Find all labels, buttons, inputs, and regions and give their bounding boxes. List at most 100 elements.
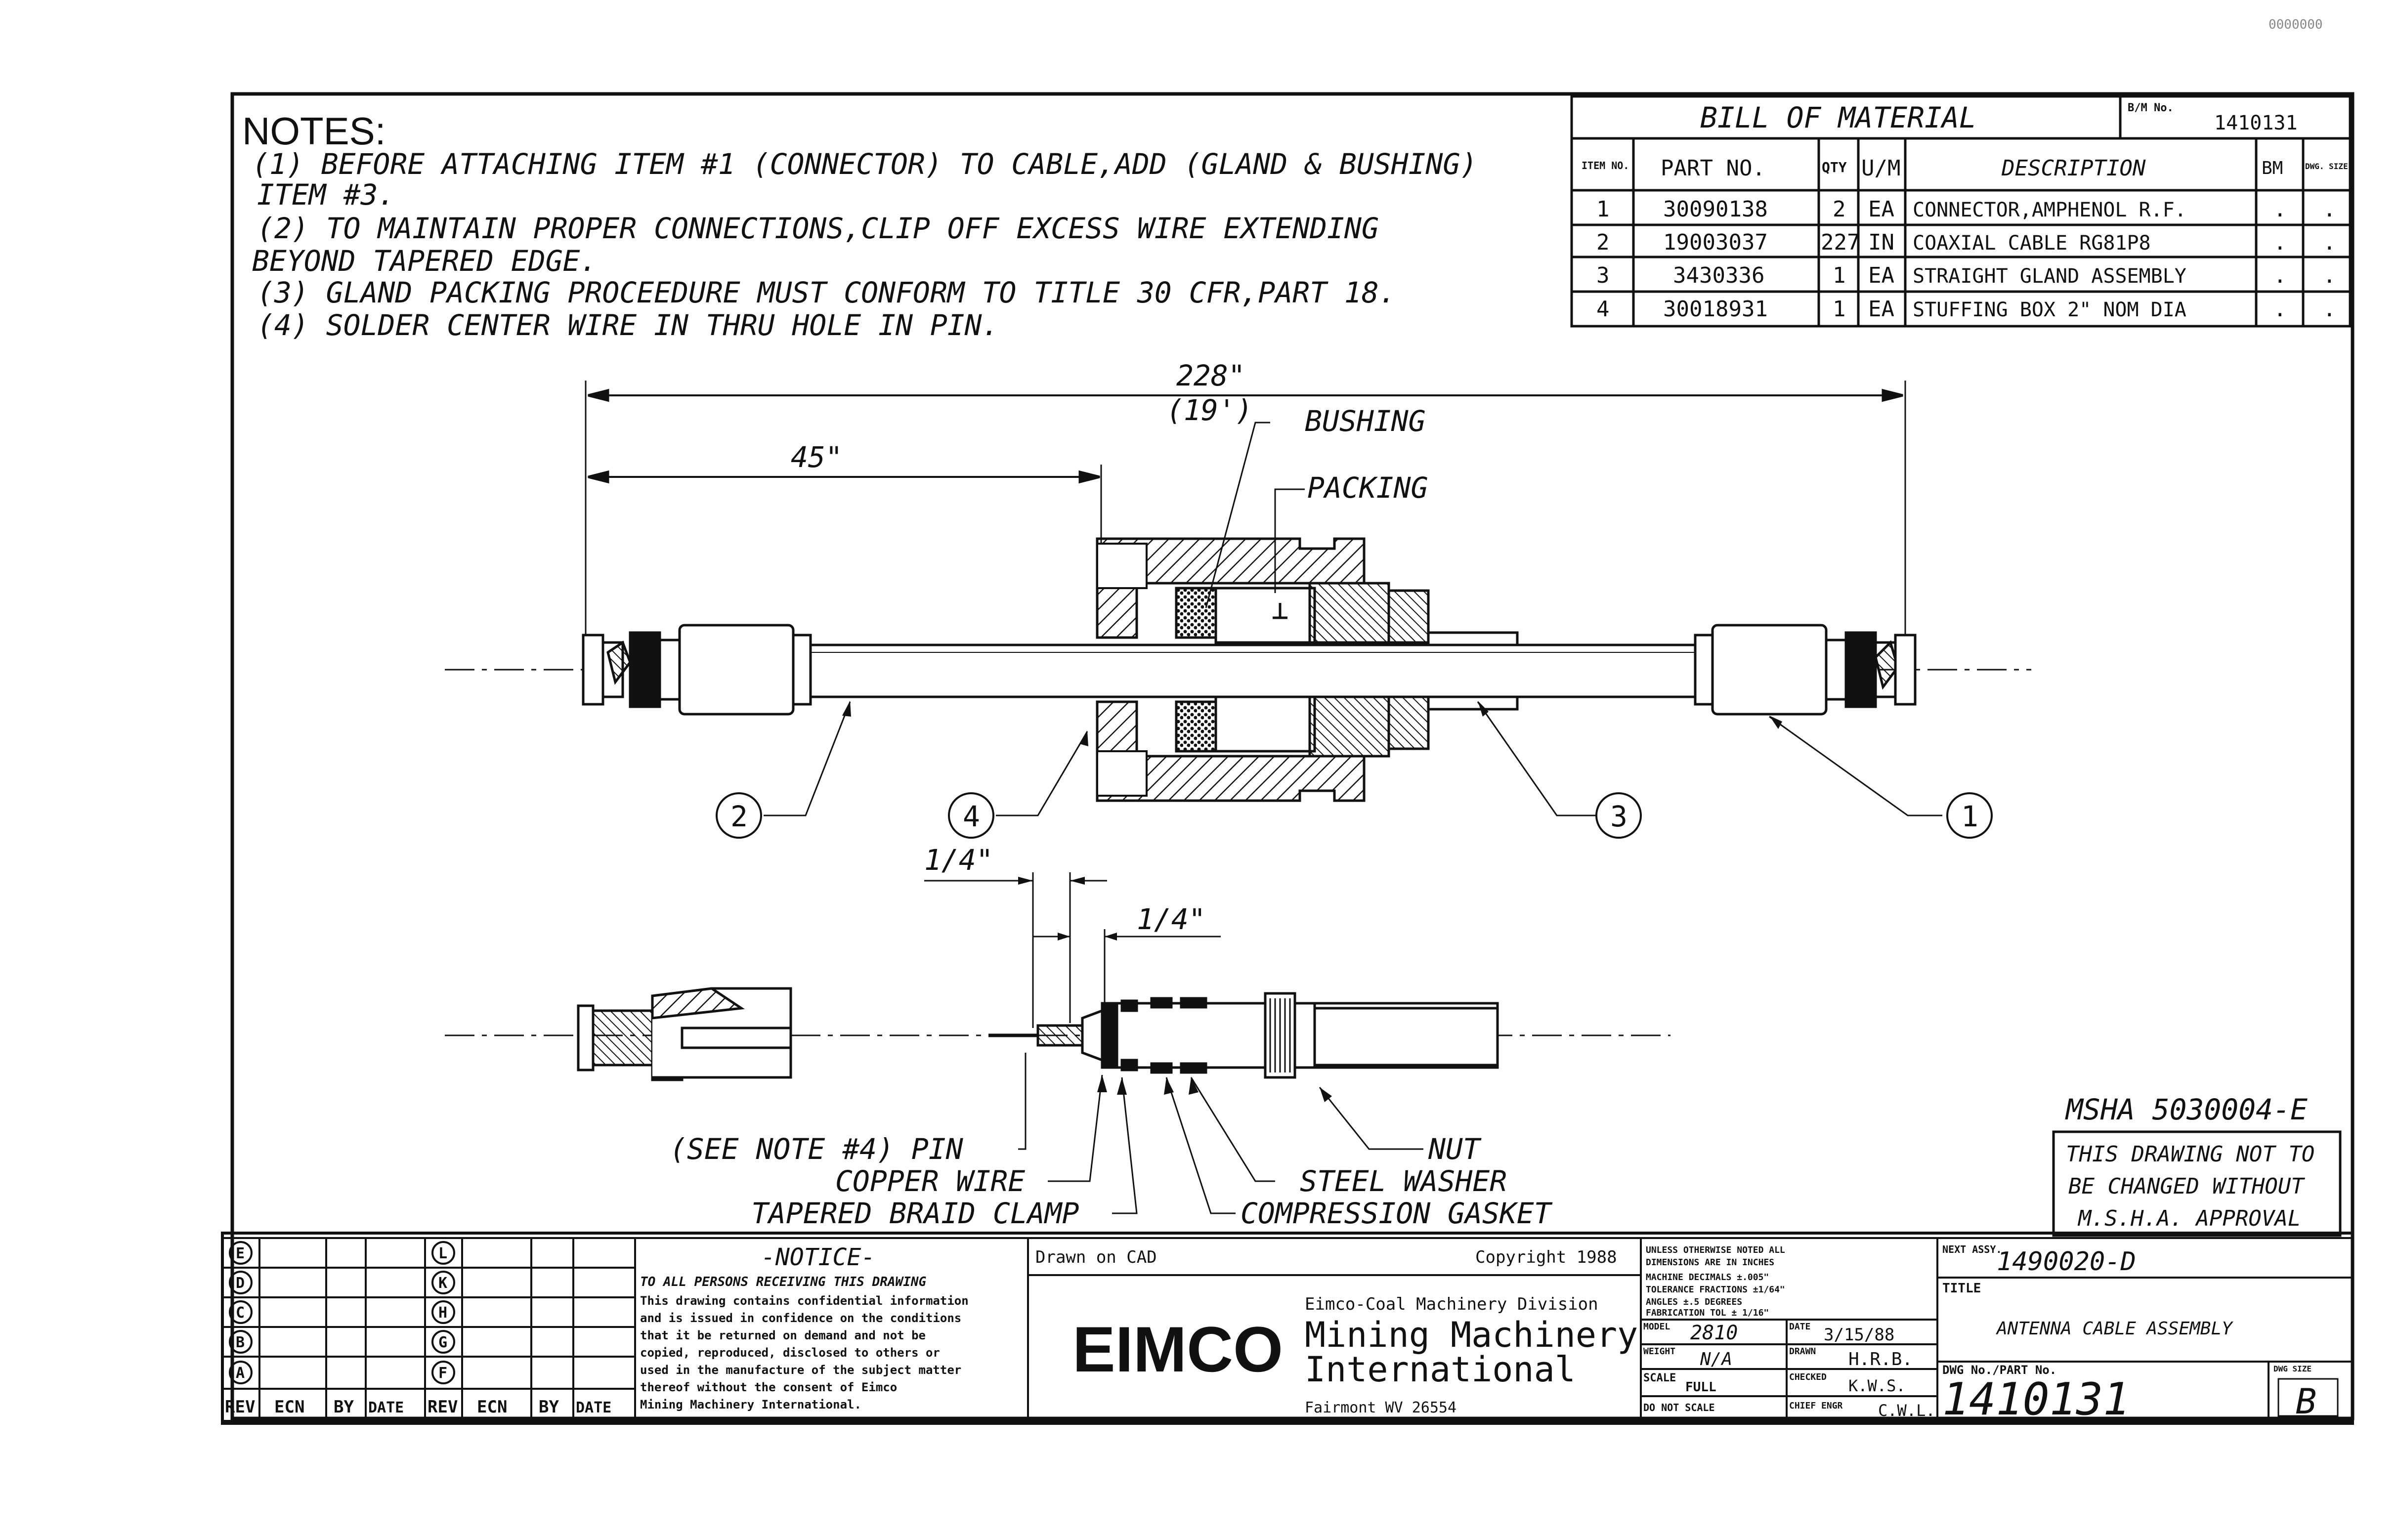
bom-cell: EA	[1868, 297, 1894, 322]
checked-label: CHECKED	[1789, 1372, 1827, 1382]
label-copper-wire: COPPER WIRE	[835, 1164, 1025, 1198]
revision-text: E D C B A L K H G F REV ECN BY DATE REV …	[225, 1245, 611, 1417]
bom-row: 1 30090138 2 EA CONNECTOR,AMPHENOL R.F. …	[1596, 197, 2336, 222]
bom-header-part: PART NO.	[1661, 156, 1765, 181]
note-line: BEYOND TAPERED EDGE.	[252, 244, 597, 278]
rev-header: REV	[225, 1397, 255, 1417]
weight-value: N/A	[1700, 1349, 1732, 1369]
bill-of-material	[1570, 95, 2352, 328]
msha-approval-line: M.S.H.A. APPROVAL	[2077, 1206, 2301, 1231]
bom-cell: COAXIAL CABLE RG81P8	[1913, 232, 2151, 255]
rev-header: ECN	[477, 1397, 507, 1417]
dim-quarter-b: 1/4"	[1137, 902, 1206, 936]
assembly-view	[445, 381, 2031, 839]
rev-letter: A	[236, 1365, 245, 1382]
location: Fairmont WV 26554	[1305, 1399, 1456, 1416]
model-value: 2810	[1690, 1322, 1738, 1344]
rev-letter: D	[236, 1275, 245, 1292]
msha-approval-line: BE CHANGED WITHOUT	[2068, 1174, 2305, 1199]
division: Eimco-Coal Machinery Division	[1305, 1294, 1598, 1314]
bom-bm-no-label: B/M No.	[2128, 102, 2174, 114]
bom-cell: 2	[1833, 197, 1846, 222]
rev-header: BY	[334, 1397, 354, 1417]
bom-cell: 2	[1596, 230, 1610, 255]
leader-packing	[1274, 488, 1305, 593]
note-line: (3) GLAND PACKING PROCEEDURE MUST CONFOR…	[257, 276, 1396, 309]
bom-header-desc: DESCRIPTION	[2001, 156, 2146, 181]
bom-cell: 227	[1821, 230, 1860, 255]
bom-row: 3 3430336 1 EA STRAIGHT GLAND ASSEMBLY .…	[1596, 263, 2336, 288]
title-block	[1936, 1237, 2354, 1422]
tolerance-block	[1640, 1237, 1938, 1422]
leader-2	[764, 701, 851, 816]
bom-title: BILL OF MATERIAL	[1700, 101, 1976, 134]
dim-228: 228"	[1176, 359, 1245, 392]
bom-row: 2 19003037 227 IN COAXIAL CABLE RG81P8 .…	[1596, 230, 2336, 255]
label-pin: (SEE NOTE #4) PIN	[670, 1132, 964, 1166]
rev-letter: K	[438, 1275, 447, 1292]
eimco-logo: EIMCO	[1072, 1313, 1283, 1385]
label-tapered-braid-clamp: TAPERED BRAID CLAMP	[751, 1197, 1079, 1230]
rev-header: BY	[539, 1397, 559, 1417]
bom-cell: EA	[1868, 197, 1894, 222]
drawn-value: H.R.B.	[1848, 1349, 1913, 1369]
bom-cell: 1	[1833, 297, 1846, 322]
do-not-scale: DO NOT SCALE	[1643, 1402, 1715, 1413]
dim-19ft: (19')	[1166, 393, 1253, 427]
balloon-1-label: 1	[1961, 800, 1978, 833]
msha-approval-box	[2052, 1130, 2342, 1237]
notice-line: that it be returned on demand and not be	[640, 1328, 926, 1342]
bom-cell: .	[2273, 230, 2287, 255]
bom-header-um: U/M	[1861, 156, 1900, 181]
tolerance-line: UNLESS OTHERWISE NOTED ALL	[1646, 1245, 1785, 1255]
notes-block: NOTES: (1) BEFORE ATTACHING ITEM #1 (CON…	[242, 109, 1477, 342]
rev-letter: H	[438, 1304, 447, 1322]
coax-cable	[809, 643, 1697, 698]
stuffing-box-lower	[1096, 695, 1519, 802]
label-bushing: BUSHING	[1305, 404, 1425, 438]
bom-cell: .	[2273, 297, 2287, 322]
balloon-4	[948, 792, 994, 839]
scale-value: FULL	[1685, 1380, 1716, 1395]
title-block-text: NEXT ASSY. 1490020-D TITLE ANTENNA CABLE…	[1942, 1243, 2339, 1425]
stuffing-box-upper	[1096, 537, 1519, 646]
bom-cell: 4	[1596, 297, 1610, 322]
bom-cell: 19003037	[1663, 230, 1768, 255]
bom-cell: STUFFING BOX 2" NOM DIA	[1913, 299, 2186, 321]
dim-quarter-a: 1/4"	[924, 843, 993, 877]
bom-cell: 3	[1596, 263, 1610, 288]
revision-block	[221, 1237, 636, 1422]
balloon-1	[1946, 792, 1993, 839]
chief-value: C.W.L.	[1878, 1401, 1935, 1420]
date-label: DATE	[1789, 1322, 1810, 1332]
balloon-3	[1595, 792, 1642, 839]
notice-text: -NOTICE- TO ALL PERSONS RECEIVING THIS D…	[640, 1243, 969, 1412]
rev-letter: B	[236, 1334, 245, 1351]
bom-cell: .	[2323, 197, 2336, 222]
notice-line: copied, reproduced, disclosed to others …	[640, 1346, 940, 1360]
company-name-2: International	[1305, 1349, 1576, 1390]
tolerance-line: DIMENSIONS ARE IN INCHES	[1646, 1257, 1774, 1268]
bom-cell: 3430336	[1673, 263, 1764, 288]
company-text: Drawn on CAD Copyright 1988 EIMCO Eimco-…	[1035, 1247, 1638, 1416]
model-label: MODEL	[1643, 1322, 1670, 1332]
rev-header: DATE	[576, 1399, 611, 1416]
rev-header: DATE	[368, 1399, 404, 1416]
bom-bm-no: 1410131	[2214, 112, 2298, 134]
dim-45: 45"	[791, 440, 843, 474]
sheet-border	[230, 92, 2355, 1420]
bom-header-item: ITEM NO.	[1582, 160, 1629, 171]
dwg-label: DWG No./PART No.	[1942, 1363, 2056, 1377]
notice-title: -NOTICE-	[761, 1243, 875, 1271]
bom-cell: 30018931	[1663, 297, 1768, 322]
rev-header: REV	[428, 1397, 458, 1417]
notice-line: and is issued in confidence on the condi…	[640, 1311, 961, 1325]
bom-header-bm: BM	[2262, 158, 2283, 178]
leader-4	[996, 731, 1088, 816]
bom-cell: IN	[1868, 230, 1894, 255]
next-assy: 1490020-D	[1997, 1247, 2136, 1277]
label-packing: PACKING	[1307, 471, 1428, 505]
bom-cell: STRAIGHT GLAND ASSEMBLY	[1913, 265, 2186, 288]
bom-header-qty: QTY	[1822, 159, 1847, 175]
balloon-2-label: 2	[730, 800, 748, 833]
